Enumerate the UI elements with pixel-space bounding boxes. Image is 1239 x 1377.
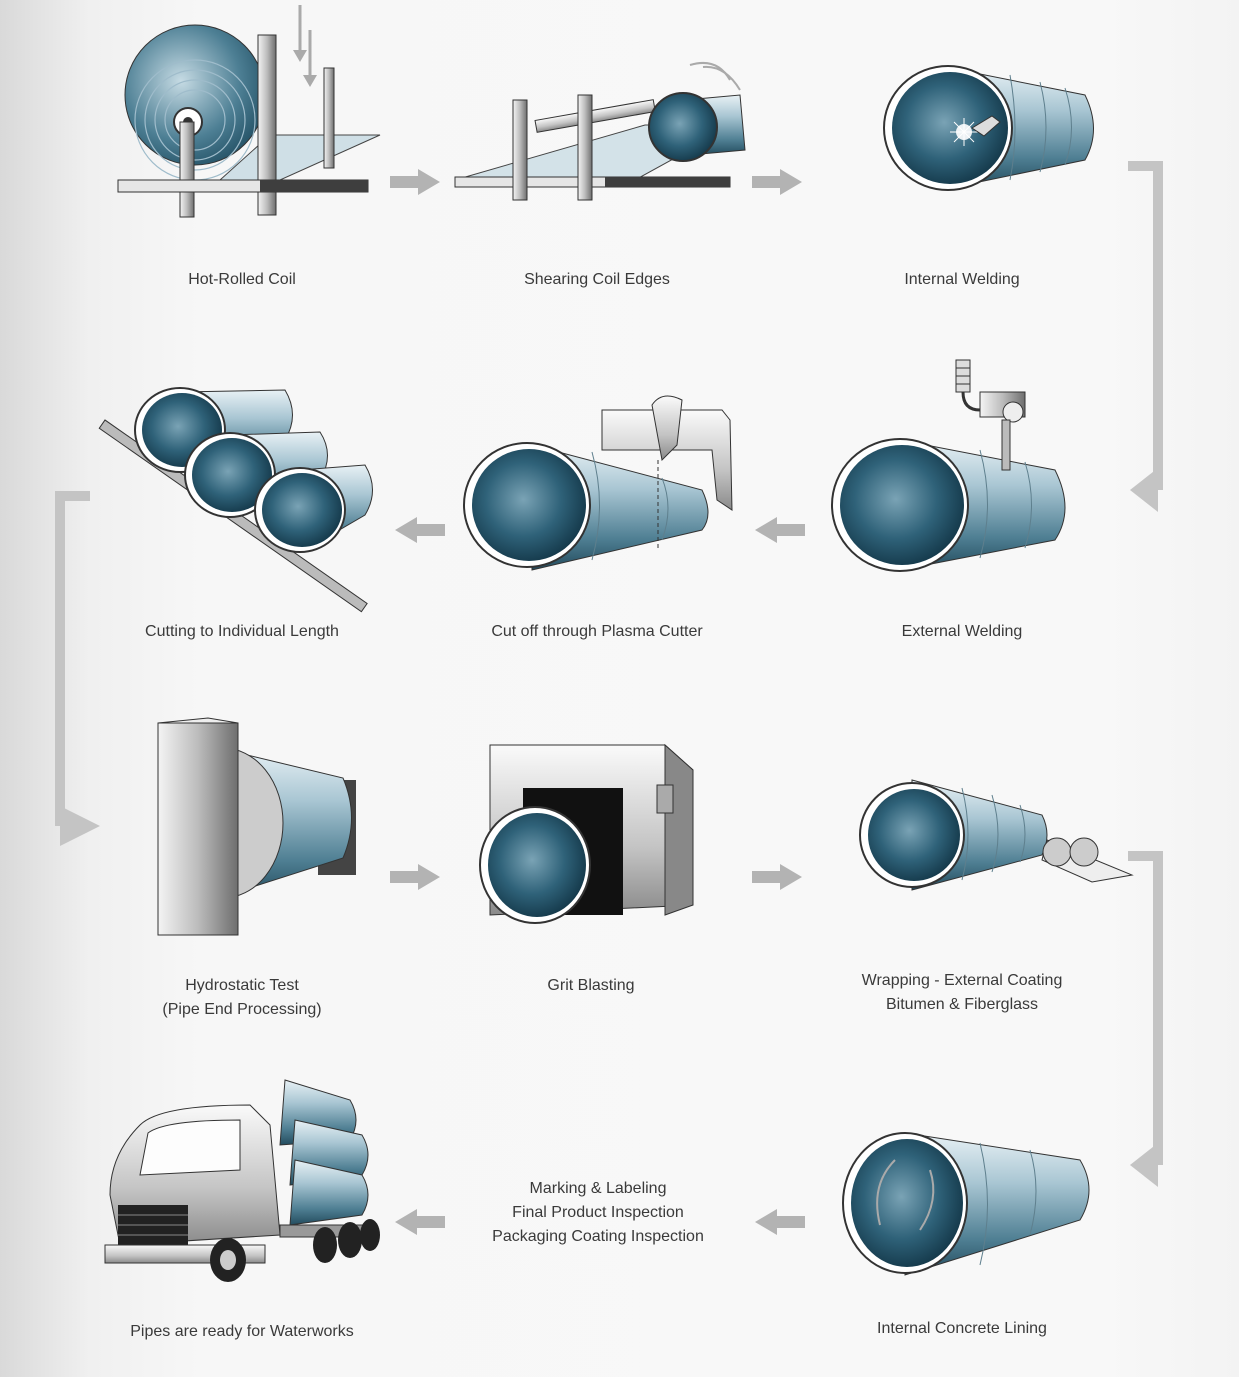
step-9-sublabel: Bitumen & Fiberglass — [885, 996, 1039, 1013]
flow-arrow-left — [755, 517, 805, 543]
step-9-label: Wrapping - External Coating — [861, 972, 1063, 989]
step-12-label: Pipes are ready for Waterworks — [130, 1323, 354, 1340]
shearing-coil-icon — [454, 61, 746, 201]
hydrostatic-test-icon — [157, 717, 356, 936]
hot-rolled-coil-illustration — [110, 0, 390, 235]
cut-pipes-icon — [98, 387, 373, 613]
step-label: Pipes are ready for Waterworks — [130, 1320, 353, 1344]
step-4-label: External Welding — [901, 623, 1023, 640]
flow-arrow-right — [390, 864, 440, 890]
internal-welding-icon — [883, 65, 1094, 191]
step-6-label: Cutting to Individual Length — [145, 623, 339, 640]
concrete-lining-icon — [842, 1132, 1090, 1276]
flow-arrow-left — [395, 1209, 445, 1235]
flow-connector-right — [1128, 161, 1163, 512]
plasma-cutter-icon — [463, 395, 733, 571]
flow-connector-left — [55, 491, 100, 846]
step-10-label: Internal Concrete Lining — [877, 1320, 1047, 1337]
flow-arrow-right — [752, 864, 802, 890]
step-label: Internal Concrete Lining — [877, 1317, 1047, 1341]
step-label: Marking & Labeling Final Product Inspect… — [492, 1177, 704, 1249]
external-welding-icon — [831, 359, 1066, 572]
hydrostatic-test-illustration — [128, 717, 368, 943]
step-label: External Welding — [902, 620, 1023, 644]
flow-connector-right — [1128, 851, 1163, 1187]
step-8-label: Grit Blasting — [547, 977, 635, 994]
step-label: Grit Blasting — [547, 974, 634, 998]
step-1-label: Hot-Rolled Coil — [188, 271, 296, 288]
step-7-sublabel: (Pipe End Processing) — [162, 1001, 322, 1018]
step-7-label: Hydrostatic Test — [185, 977, 299, 994]
step-label: Cut off through Plasma Cutter — [491, 620, 702, 644]
step-label: Internal Welding — [904, 268, 1019, 292]
grit-blasting-icon — [479, 743, 694, 924]
internal-welding-illustration — [880, 60, 1110, 205]
step-label: Cutting to Individual Length — [145, 620, 339, 644]
flow-arrow-left — [755, 1209, 805, 1235]
wrapping-icon — [859, 779, 1134, 891]
plasma-cutter-illustration — [462, 390, 762, 575]
step-label: Hydrostatic Test (Pipe End Processing) — [162, 974, 321, 1022]
step-3-label: Internal Welding — [904, 271, 1020, 288]
step-label: Hot-Rolled Coil — [188, 268, 296, 292]
step-11-label-2: Final Product Inspection — [512, 1204, 684, 1221]
step-11-label-1: Marking & Labeling — [529, 1180, 667, 1197]
cut-pipes-illustration — [98, 370, 405, 615]
flow-arrow-right — [390, 169, 440, 195]
step-label: Wrapping - External Coating Bitumen & Fi… — [862, 969, 1063, 1017]
shearing-coil-illustration — [454, 55, 755, 220]
concrete-lining-illustration — [840, 1125, 1100, 1290]
truck-illustration — [100, 1075, 390, 1300]
truck-icon — [104, 1079, 380, 1282]
external-welding-illustration — [830, 350, 1080, 585]
wrapping-illustration — [852, 770, 1142, 905]
step-label: Shearing Coil Edges — [524, 268, 670, 292]
step-2-label: Shearing Coil Edges — [524, 271, 670, 288]
flow-arrow-right — [752, 169, 802, 195]
step-11-label-3: Packaging Coating Inspection — [492, 1228, 704, 1245]
step-5-label: Cut off through Plasma Cutter — [491, 623, 703, 640]
grit-blasting-illustration — [475, 740, 705, 930]
hot-rolled-coil-icon — [117, 5, 381, 218]
